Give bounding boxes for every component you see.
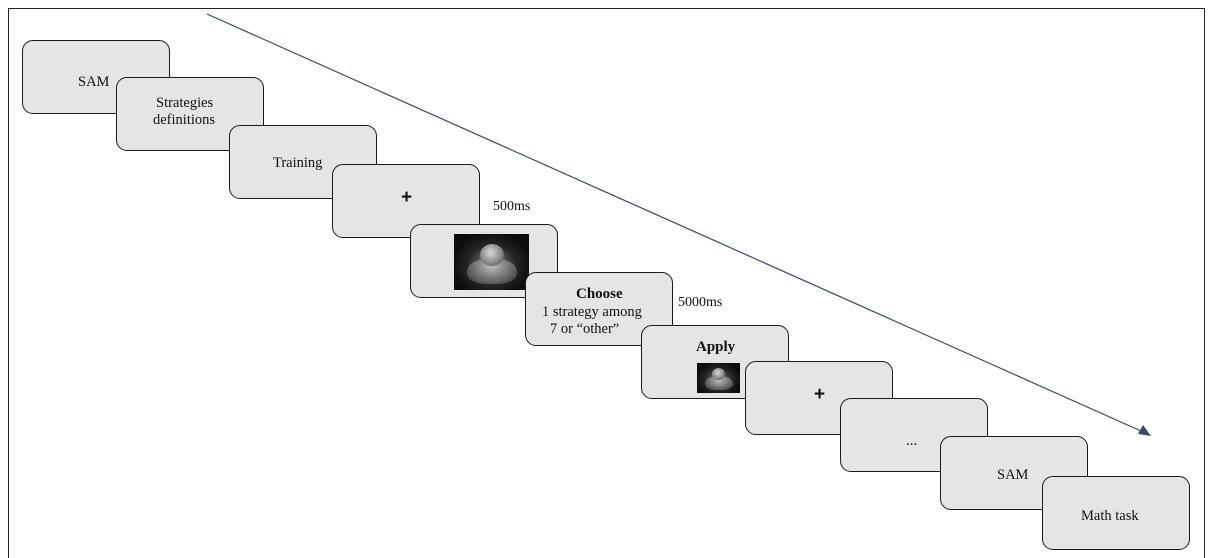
step-math-task: Math task (1042, 476, 1190, 550)
step-sam-end-label: SAM (997, 467, 1029, 483)
timing-choose: 5000ms (678, 295, 723, 310)
step-math-task-label: Math task (1081, 508, 1139, 524)
step-strategies-label-line2: definitions (153, 112, 216, 128)
step-apply-title: Apply (696, 339, 736, 355)
photo-small-head (712, 368, 725, 380)
step-ellipsis-label: ... (906, 433, 918, 449)
step-training-label: Training (273, 155, 323, 171)
diagram-frame (8, 8, 1205, 558)
time-arrow-line (206, 13, 1142, 432)
sad-person-photo-icon (454, 234, 529, 290)
photo-head (480, 244, 504, 266)
step-choose-line2: 7 or “other” (550, 321, 620, 337)
step-choose-line1: 1 strategy among (542, 304, 642, 320)
step-choose-title: Choose (576, 286, 623, 302)
step-strategies-label-line1: Strategies (156, 95, 214, 111)
fixation-cross-2: + (814, 384, 826, 405)
step-sam-start-label: SAM (78, 74, 110, 90)
photo-small-arms (705, 376, 733, 390)
time-arrow-head (1138, 425, 1151, 436)
fixation-cross-1: + (401, 187, 413, 208)
sad-person-photo-small-icon (697, 363, 740, 393)
timing-fixation: 500ms (493, 199, 531, 214)
